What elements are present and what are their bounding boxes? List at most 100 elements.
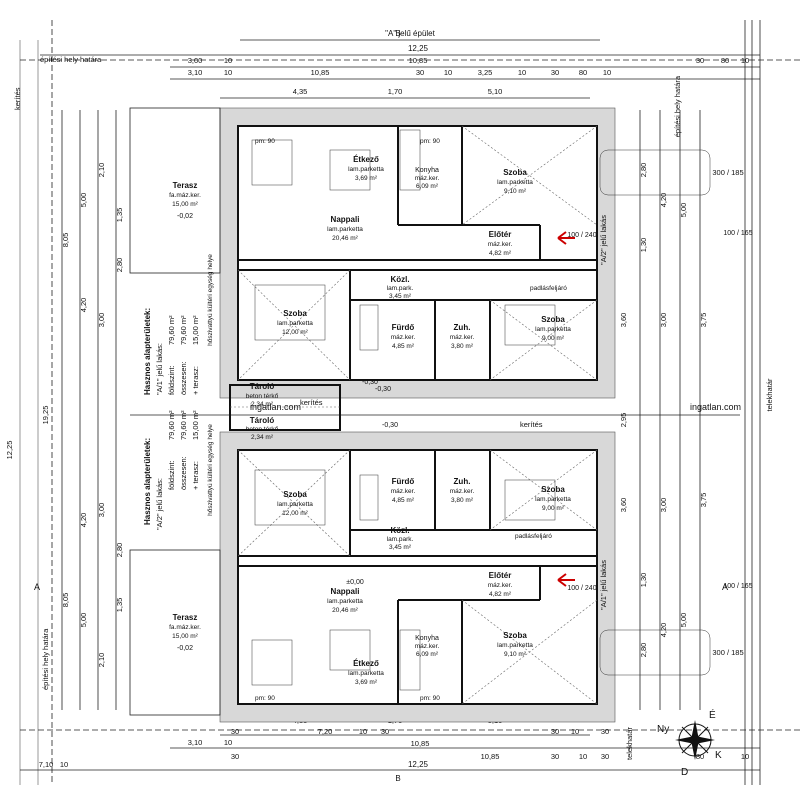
- svg-text:Szoba: Szoba: [283, 309, 307, 318]
- svg-text:12,25: 12,25: [5, 441, 14, 460]
- svg-text:Nappali: Nappali: [331, 587, 360, 596]
- svg-text:3,25: 3,25: [478, 68, 493, 77]
- svg-text:Közl.: Közl.: [390, 275, 409, 284]
- svg-text:3,45 m²: 3,45 m²: [389, 293, 412, 300]
- svg-text:2,95: 2,95: [619, 413, 628, 428]
- svg-text:7,20: 7,20: [318, 727, 333, 736]
- svg-text:4,85 m²: 4,85 m²: [392, 343, 415, 350]
- svg-text:3,69 m²: 3,69 m²: [355, 175, 378, 182]
- svg-text:Előtér: Előtér: [489, 571, 512, 580]
- svg-text:30: 30: [416, 68, 424, 77]
- svg-text:kerítés: kerítés: [13, 87, 22, 110]
- svg-text:79,60 m²: 79,60 m²: [179, 410, 188, 440]
- svg-text:30: 30: [551, 68, 559, 77]
- svg-text:30: 30: [231, 727, 239, 736]
- svg-text:100 / 240: 100 / 240: [567, 585, 596, 592]
- svg-text:±0,00: ±0,00: [346, 579, 364, 586]
- site-boundaries: [19, 20, 800, 785]
- svg-text:30: 30: [696, 56, 704, 65]
- svg-text:1,70: 1,70: [388, 87, 403, 96]
- svg-text:10: 10: [224, 68, 232, 77]
- svg-text:5,00: 5,00: [679, 203, 688, 218]
- svg-text:Étkező: Étkező: [353, 659, 379, 668]
- svg-text:15,00 m²: 15,00 m²: [172, 633, 198, 640]
- svg-text:15,00 m²: 15,00 m²: [172, 201, 198, 208]
- svg-text:300 / 185: 300 / 185: [712, 168, 743, 177]
- svg-text:9,00 m²: 9,00 m²: [542, 335, 565, 342]
- svg-text:7,10: 7,10: [39, 760, 54, 769]
- svg-text:15,00 m²: 15,00 m²: [191, 410, 200, 440]
- svg-text:30: 30: [231, 752, 239, 761]
- svg-text:Ny: Ny: [657, 724, 669, 735]
- svg-text:máz.ker.: máz.ker.: [488, 582, 513, 589]
- svg-text:-0,30: -0,30: [382, 422, 398, 429]
- svg-text:10,85: 10,85: [481, 752, 500, 761]
- svg-text:10,85: 10,85: [411, 739, 430, 748]
- svg-text:12,00 m²: 12,00 m²: [282, 329, 308, 336]
- svg-text:10,85: 10,85: [311, 68, 330, 77]
- areas-block: Hasznos alapterületek: "A/2" jelű lakás:…: [143, 308, 200, 530]
- svg-text:1,35: 1,35: [115, 598, 124, 613]
- svg-text:építési hely határa: építési hely határa: [673, 75, 682, 137]
- svg-text:30: 30: [551, 752, 559, 761]
- svg-text:-0,30: -0,30: [362, 379, 378, 386]
- compass-icon: É K D Ny: [657, 708, 722, 778]
- svg-text:-0,30: -0,30: [375, 386, 391, 393]
- svg-text:10: 10: [224, 56, 232, 65]
- svg-text:5,00: 5,00: [679, 613, 688, 628]
- svg-text:4,20: 4,20: [79, 298, 88, 313]
- svg-text:3,80 m²: 3,80 m²: [451, 497, 474, 504]
- svg-text:5,00: 5,00: [79, 613, 88, 628]
- svg-text:Konyha: Konyha: [415, 635, 439, 642]
- svg-text:3,00: 3,00: [659, 498, 668, 513]
- svg-text:10: 10: [359, 727, 367, 736]
- svg-text:80: 80: [696, 752, 704, 761]
- svg-text:Szoba: Szoba: [503, 631, 527, 640]
- svg-text:5,10: 5,10: [488, 87, 503, 96]
- svg-text:20,46 m²: 20,46 m²: [332, 235, 358, 242]
- svg-text:padlásfeljáró: padlásfeljáró: [530, 285, 567, 292]
- svg-text:Zuh.: Zuh.: [454, 323, 471, 332]
- svg-text:9,10 m²: 9,10 m²: [504, 188, 527, 195]
- unit-label: "A/2" jelű lakás: [599, 215, 608, 265]
- svg-text:2,34 m²: 2,34 m²: [251, 434, 274, 441]
- svg-text:máz.ker.: máz.ker.: [415, 643, 440, 650]
- svg-text:-0,02: -0,02: [177, 213, 193, 220]
- svg-text:Nappali: Nappali: [331, 215, 360, 224]
- svg-text:6,09 m²: 6,09 m²: [416, 651, 439, 658]
- svg-text:máz.ker.: máz.ker.: [391, 488, 416, 495]
- svg-text:4,82 m²: 4,82 m²: [489, 250, 512, 257]
- svg-text:lam.parketta: lam.parketta: [497, 179, 533, 186]
- svg-text:3,10: 3,10: [188, 68, 203, 77]
- svg-text:80: 80: [579, 68, 587, 77]
- svg-text:padlásfeljáró: padlásfeljáró: [515, 533, 552, 540]
- svg-text:lam.parketta: lam.parketta: [348, 166, 384, 173]
- svg-text:Fürdő: Fürdő: [392, 477, 415, 486]
- svg-text:lam.park.: lam.park.: [387, 536, 414, 543]
- svg-text:lam.parketta: lam.parketta: [535, 326, 571, 333]
- svg-text:300 / 185: 300 / 185: [712, 648, 743, 657]
- svg-text:79,60 m²: 79,60 m²: [179, 315, 188, 345]
- bottom-dimensions: 4,35 1,70 5,10 30 7,20 10 30 10,85 30 10…: [20, 716, 760, 771]
- svg-text:30: 30: [381, 727, 389, 736]
- svg-text:lam.parketta: lam.parketta: [535, 496, 571, 503]
- svg-text:lam.parketta: lam.parketta: [277, 501, 313, 508]
- svg-text:4,35: 4,35: [293, 87, 308, 96]
- svg-text:hőszivattyú kültéri egység hel: hőszivattyú kültéri egység helye: [207, 254, 214, 346]
- svg-text:beton térkő: beton térkő: [246, 426, 279, 433]
- svg-text:3,00: 3,00: [97, 313, 106, 328]
- svg-text:+ terasz:: + terasz:: [191, 366, 200, 395]
- top-dimensions: 12,25 3,00 10 10,85 30 80 10 3,10 10 10,…: [40, 44, 760, 111]
- svg-text:10,85: 10,85: [409, 56, 428, 65]
- svg-text:10: 10: [518, 68, 526, 77]
- svg-text:4,20: 4,20: [659, 193, 668, 208]
- svg-text:1,35: 1,35: [115, 208, 124, 223]
- svg-text:6,09 m²: 6,09 m²: [416, 183, 439, 190]
- svg-text:12,00 m²: 12,00 m²: [282, 510, 308, 517]
- svg-text:4,85 m²: 4,85 m²: [392, 497, 415, 504]
- svg-text:2,80: 2,80: [639, 163, 648, 178]
- boundary-labels: építési hely határa építési hely határa …: [13, 55, 774, 760]
- svg-text:lam.park.: lam.park.: [387, 285, 414, 292]
- svg-text:máz.ker.: máz.ker.: [450, 334, 475, 341]
